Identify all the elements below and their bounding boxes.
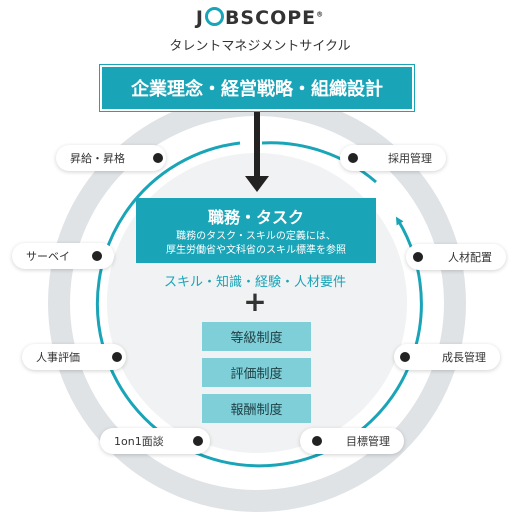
- cycle-item-1on1: 1on1面談: [100, 428, 210, 454]
- cycle-item-recruitment: 採用管理: [340, 145, 446, 171]
- grade-system-box: 等級制度: [202, 322, 311, 351]
- diagram-subtitle: タレントマネジメントサイクル: [169, 39, 351, 54]
- compensation-system-box: 報酬制度: [202, 394, 311, 423]
- jobscope-logo: J BSCOPE®: [0, 7, 520, 29]
- cycle-item-hr-evaluation-label: 人事評価: [36, 351, 80, 364]
- logo-text-right: BSCOPE: [224, 7, 317, 29]
- requirements-label: スキル・知識・経験・人材要件: [163, 275, 346, 290]
- logo-registered-mark: ®: [316, 10, 325, 19]
- cycle-item-goal-label: 目標管理: [346, 435, 390, 448]
- cycle-item-1on1-label: 1on1面談: [114, 435, 164, 448]
- down-arrow-head: [245, 176, 269, 192]
- job-task-desc-line1: 職務のタスク・スキルの定義には、: [176, 231, 336, 242]
- cycle-item-placement: 人材配置: [406, 244, 506, 270]
- job-task-desc-line2: 厚生労働省や文科省のスキル標準を参照: [166, 245, 346, 256]
- evaluation-system-box: 評価制度: [202, 358, 311, 387]
- cycle-item-survey: サーベイ: [12, 243, 114, 269]
- job-task-description: 職務のタスク・スキルの定義には、 厚生労働省や文科省のスキル標準を参照: [136, 230, 376, 258]
- job-task-title: 職務・タスク: [207, 208, 304, 227]
- strategy-banner: 企業理念・経営戦略・組織設計: [100, 65, 414, 111]
- cycle-item-hr-evaluation: 人事評価: [22, 344, 126, 370]
- logo-o-icon: [204, 7, 224, 26]
- cycle-top-segment: [261, 141, 377, 184]
- cycle-item-placement-label: 人材配置: [448, 251, 492, 264]
- cycle-item-survey-label: サーベイ: [26, 250, 70, 263]
- cycle-item-goal: 目標管理: [300, 428, 404, 454]
- cycle-item-growth-label: 成長管理: [442, 351, 486, 364]
- cycle-item-promotion: 昇給・昇格: [56, 145, 166, 171]
- cycle-item-growth: 成長管理: [394, 344, 500, 370]
- plus-sign: +: [243, 285, 267, 318]
- cycle-item-recruitment-label: 採用管理: [388, 152, 432, 165]
- cycle-item-promotion-label: 昇給・昇格: [70, 152, 125, 165]
- logo-text-left: J: [195, 7, 204, 29]
- job-task-box: 職務・タスク 職務のタスク・スキルの定義には、 厚生労働省や文科省のスキル標準を…: [136, 198, 376, 263]
